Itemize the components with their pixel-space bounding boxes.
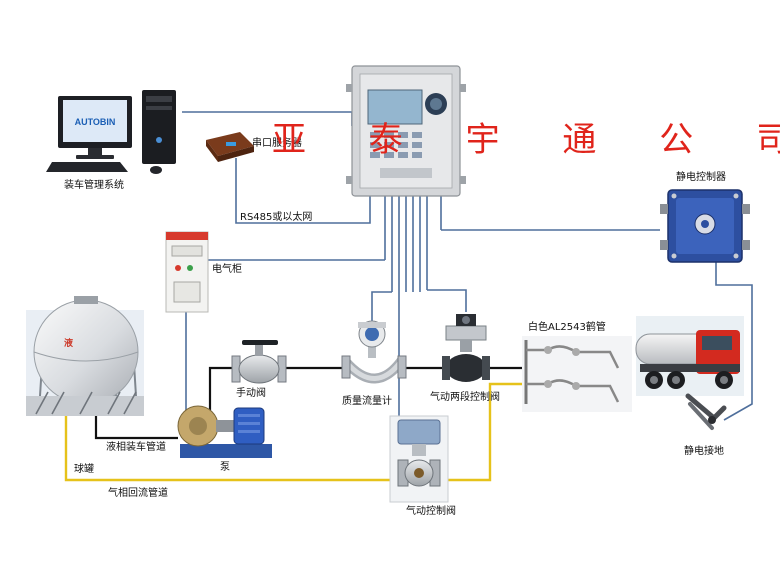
controller-screen [367, 89, 423, 125]
monitor-logo: AUTOBIN [75, 117, 116, 127]
serial-server-label: 串口服务器 [252, 138, 302, 149]
loading-arm[interactable] [522, 336, 632, 412]
loading-arm-label: 白色AL2543鹤管 [528, 322, 606, 333]
spherical-tank[interactable]: 液 [26, 296, 144, 416]
static-ground-clamp[interactable] [685, 393, 727, 430]
manual-valve[interactable] [231, 340, 287, 384]
static-ground-label: 静电接地 [684, 446, 724, 457]
static-controller[interactable] [660, 189, 750, 263]
pneumatic-valve-label: 气动控制阀 [406, 506, 456, 517]
keyboard [46, 162, 128, 172]
two-stage-valve-label: 气动两段控制阀 [430, 392, 500, 403]
mass-flowmeter-label: 质量流量计 [342, 396, 392, 407]
computer-workstation[interactable]: AUTOBIN [46, 90, 176, 174]
pneumatic-valve[interactable] [389, 415, 449, 503]
two-stage-valve[interactable] [442, 314, 490, 382]
company-watermark: 亚 泰 宇 通 公 司 [272, 120, 780, 160]
electric-cabinet[interactable] [165, 231, 209, 313]
tanker-truck[interactable] [635, 316, 744, 396]
pump-label: 泵 [220, 462, 230, 473]
serial-server-device[interactable] [206, 132, 254, 162]
svg-text:液: 液 [64, 337, 74, 348]
static-controller-label: 静电控制器 [676, 172, 726, 183]
electric-cabinet-label: 电气柜 [212, 264, 242, 275]
rs485-label: RS485或以太网 [240, 212, 313, 223]
mouse [150, 166, 162, 174]
liquid-pipe-label: 液相装车管道 [106, 442, 166, 453]
signal-lines [182, 111, 753, 439]
gas-return-pipe [64, 382, 524, 482]
controller-keypad [370, 132, 422, 158]
ball-tank-label: 球罐 [74, 464, 94, 475]
pump[interactable] [177, 405, 272, 458]
loading-system-label: 装车管理系统 [64, 180, 124, 191]
batch-controller[interactable] [346, 65, 466, 197]
manual-valve-label: 手动阀 [236, 388, 266, 399]
mass-flowmeter[interactable] [341, 320, 407, 384]
gas-return-pipe-label: 气相回流管道 [108, 488, 168, 499]
